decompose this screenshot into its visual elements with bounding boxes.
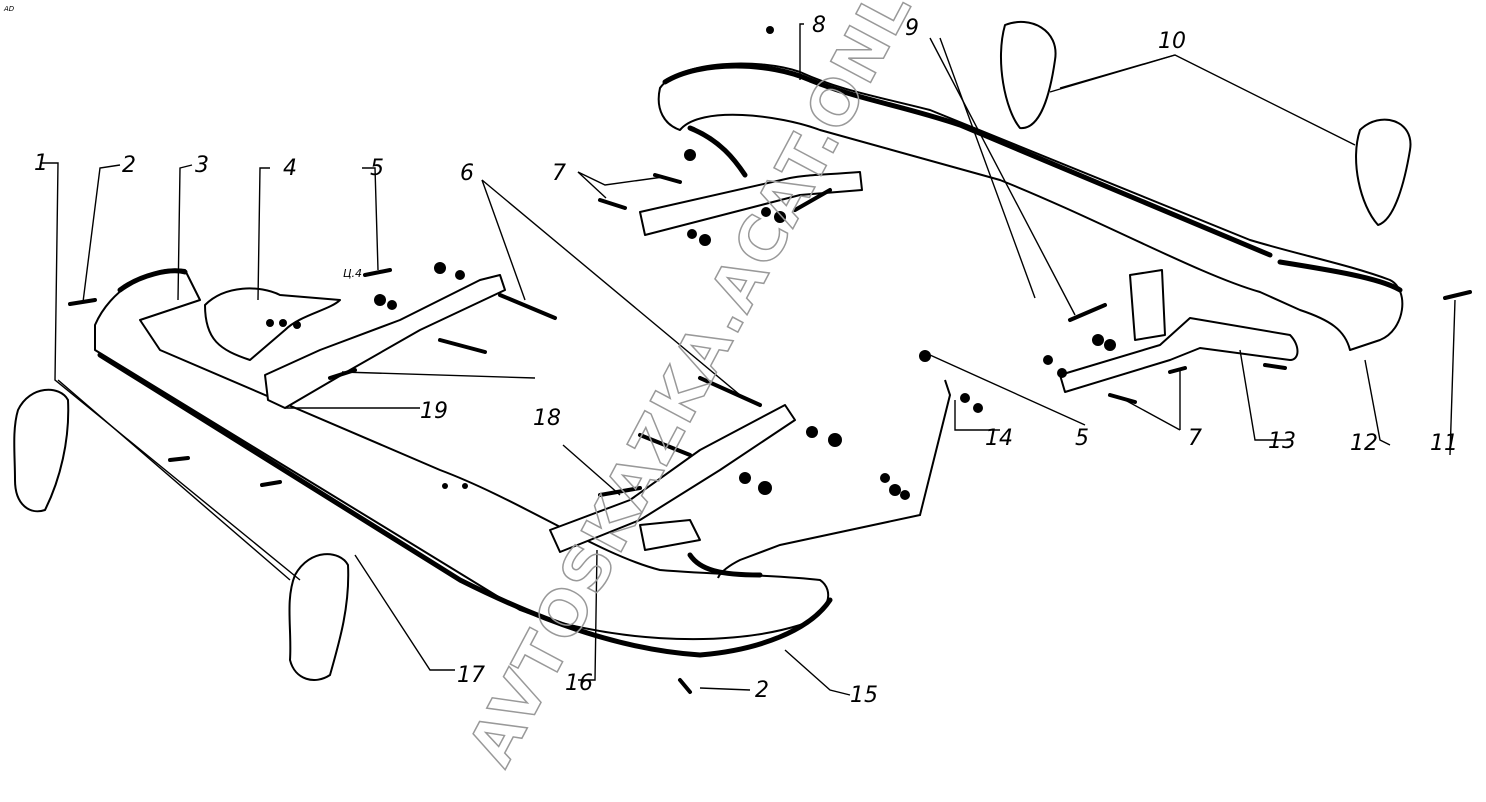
front-bumper-bracket-right xyxy=(549,404,796,578)
fasteners xyxy=(68,26,1472,694)
overrider-10a xyxy=(999,20,1057,130)
callout-19: 19 xyxy=(420,399,448,424)
rear-bumper-bracket-left xyxy=(639,171,863,236)
callout-labels: 1 2 3 4 5 6 7 8 9 10 11 12 13 7 5 14 15 … xyxy=(34,13,1458,708)
callout-10: 10 xyxy=(1158,29,1186,54)
overrider-17 xyxy=(288,553,350,681)
callout-8: 8 xyxy=(812,13,826,38)
callout-1: 1 xyxy=(34,151,48,176)
corner-mark: AD xyxy=(3,5,15,13)
callout-2-bottom: 2 xyxy=(755,678,769,703)
callout-5-right: 5 xyxy=(1075,426,1089,451)
overrider-1 xyxy=(13,388,70,513)
callout-17: 17 xyxy=(457,663,485,688)
license-plate-bracket-14 xyxy=(717,379,952,579)
callout-13: 13 xyxy=(1268,429,1296,454)
callout-15: 15 xyxy=(850,683,878,708)
callout-7-right: 7 xyxy=(1188,426,1202,451)
callout-9: 9 xyxy=(905,16,919,41)
overrider-10b xyxy=(1355,118,1412,226)
callout-2-top: 2 xyxy=(122,153,136,178)
callout-4: 4 xyxy=(283,156,297,181)
callout-16: 16 xyxy=(565,671,593,696)
callout-5-left: 5 xyxy=(370,156,384,181)
part-stamp: Ц.4 xyxy=(343,267,362,280)
callout-7-top: 7 xyxy=(552,161,566,186)
rear-bumper-bracket-right xyxy=(1059,269,1299,393)
leader-lines xyxy=(42,23,1456,696)
callout-18: 18 xyxy=(533,406,561,431)
callout-3: 3 xyxy=(195,153,209,178)
callout-14: 14 xyxy=(985,426,1013,451)
rear-bumper-bar xyxy=(657,62,1404,351)
callout-11: 11 xyxy=(1430,431,1458,456)
callout-6: 6 xyxy=(460,161,474,186)
callout-12: 12 xyxy=(1350,431,1378,456)
